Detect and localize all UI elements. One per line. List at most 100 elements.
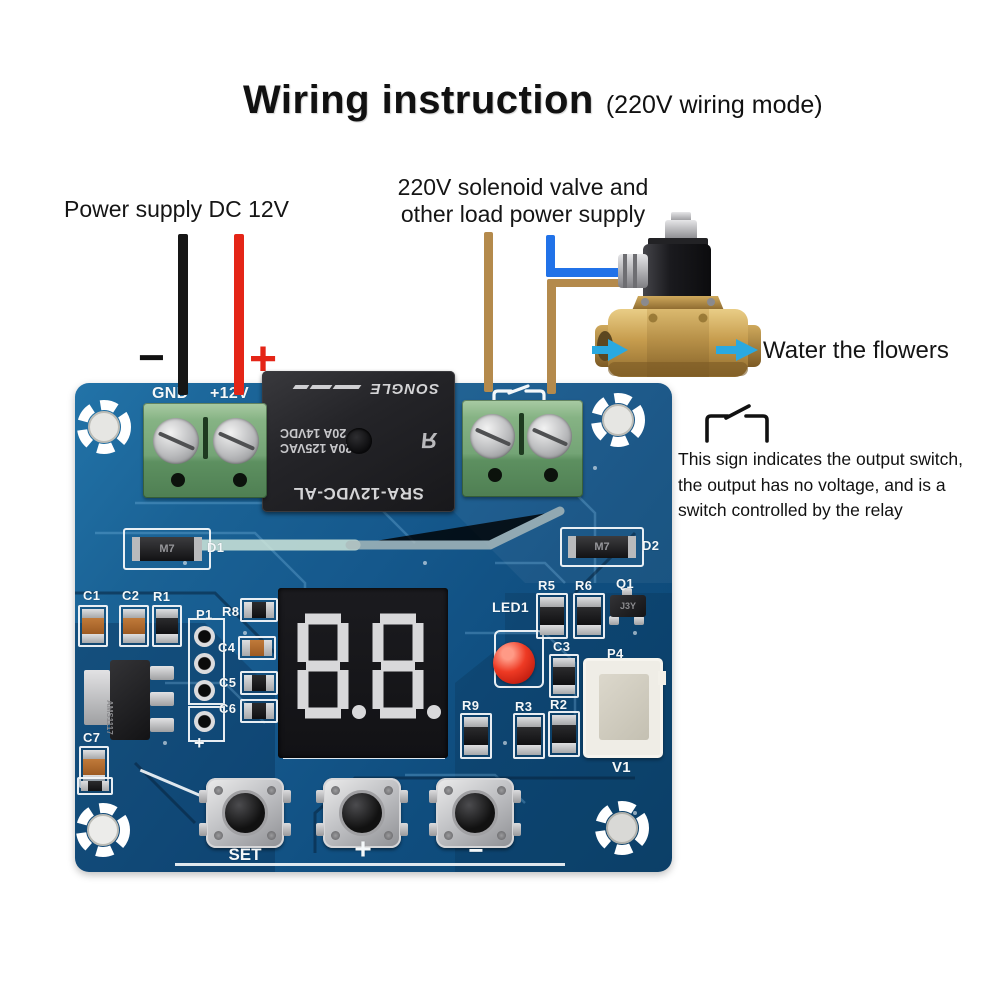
output-switch-symbol-icon — [705, 404, 769, 443]
regulator-pin — [150, 692, 174, 706]
smd-capacitor-c5 — [240, 671, 278, 695]
q1-pad — [609, 616, 619, 625]
water-the-flowers-label: Water the flowers — [763, 337, 949, 364]
ref-label-v1: V1 — [612, 759, 631, 776]
minus-button — [429, 778, 521, 848]
mounting-hole — [591, 393, 645, 447]
ref-label-p1: P1 — [196, 607, 213, 622]
ref-label-d1: D1 — [207, 540, 225, 555]
p1-pin-hole — [194, 626, 215, 647]
note-line3: switch controlled by the relay — [678, 500, 903, 520]
load-wire-brown-left — [484, 232, 493, 392]
diode-d1: M7 — [123, 528, 211, 570]
transistor-q1: J3Y — [610, 595, 646, 617]
load-wire-blue-horizontal — [546, 268, 634, 277]
bottom-silk-line — [175, 863, 565, 866]
led1 — [493, 642, 535, 684]
ref-label-r1: R1 — [153, 589, 171, 604]
smd-capacitor-c6 — [240, 699, 278, 723]
power-terminal-block — [143, 403, 267, 498]
load-supply-line1: 220V solenoid valve and — [397, 174, 649, 200]
regulator-pin — [150, 718, 174, 732]
ref-label-r9: R9 — [462, 698, 480, 713]
regulator-pin — [150, 666, 174, 680]
valve-wire-brown-vertical — [547, 279, 556, 394]
solenoid-valve — [595, 212, 761, 377]
mounting-hole — [77, 400, 131, 454]
ref-label-c3: C3 — [553, 639, 571, 654]
load-supply-line2: other load power supply — [400, 201, 646, 227]
ref-label-c4: C4 — [218, 640, 236, 655]
smd-resistor-r9 — [460, 713, 492, 759]
smd-resistor-r5 — [536, 593, 568, 639]
ul-logo: Я — [419, 428, 439, 454]
power-supply-label: Power supply DC 12V — [64, 196, 289, 222]
ref-label-c5: C5 — [219, 675, 237, 690]
relay-rating-1: 20A 125VAC — [280, 441, 353, 456]
seven-segment-display — [278, 588, 448, 758]
smd-resistor-r8 — [240, 598, 278, 622]
output-switch-note: This sign indicates the output switch, t… — [678, 447, 1000, 524]
seven-segment-digits — [297, 613, 441, 719]
ref-label-q1: Q1 — [616, 576, 634, 591]
smd-capacitor-c2 — [119, 605, 149, 647]
p1-header-outline — [188, 618, 225, 705]
minus-polarity-mark: − — [138, 331, 165, 383]
ref-label-d2: D2 — [642, 538, 660, 553]
ref-label-c7: C7 — [83, 730, 101, 745]
ref-label-c6: C6 — [219, 701, 237, 716]
smd-resistor-r2 — [548, 711, 580, 757]
gnd-terminal-screw — [153, 418, 199, 464]
p1-pin-hole — [194, 653, 215, 674]
p1-plus-mark: + — [194, 733, 205, 753]
diode-d2-marking: M7 — [594, 541, 610, 553]
load-wire-blue-vertical — [546, 235, 555, 277]
relay-model: SRA-12VDC-AL — [293, 484, 424, 503]
smd-capacitor-c1 — [78, 605, 108, 647]
set-button — [199, 778, 291, 848]
songle-logo-stripes — [291, 380, 362, 398]
ref-label-c2: C2 — [122, 588, 140, 603]
diode-d1-marking: M7 — [159, 542, 175, 555]
q1-pad — [634, 616, 644, 625]
p4-connector-cavity — [599, 674, 649, 740]
diode-d2: M7 — [560, 527, 644, 567]
ref-label-r5: R5 — [538, 578, 556, 593]
relay: SRA-12VDC-AL Я 20A 125VAC 20A 14VDC SONG… — [262, 371, 455, 512]
p1-pin-hole — [194, 680, 215, 701]
title-main: Wiring instruction — [243, 78, 594, 122]
p4-connector — [583, 658, 666, 758]
dc-negative-wire — [178, 234, 188, 395]
q1-marking: J3Y — [619, 601, 636, 611]
dc-positive-wire — [234, 234, 244, 395]
smd-component — [77, 777, 113, 795]
ref-label-led1: LED1 — [492, 599, 529, 615]
output-terminal-screw — [470, 414, 515, 459]
smd-resistor-r1 — [152, 605, 182, 647]
ref-label-r8: R8 — [222, 604, 240, 619]
flow-arrow-out-icon — [716, 339, 758, 361]
ref-label-c1: C1 — [83, 588, 101, 603]
plus12v-terminal-screw — [213, 418, 259, 464]
voltage-regulator: AMS1117 — [105, 660, 150, 740]
ref-label-r2: R2 — [550, 697, 568, 712]
output-terminal-block — [462, 400, 583, 497]
plus-button — [316, 778, 408, 848]
q1-pad — [622, 588, 632, 597]
minus-button-label: − — [468, 835, 484, 865]
pcb-switch-silkscreen-icon — [492, 384, 546, 406]
ref-label-r3: R3 — [515, 699, 533, 714]
ref-label-p4: P4 — [607, 646, 624, 661]
flow-arrow-in-icon — [592, 339, 628, 361]
load-supply-label: 220V solenoid valve and other load power… — [388, 174, 658, 228]
smd-capacitor-c4 — [238, 636, 276, 660]
smd-resistor-r6 — [573, 593, 605, 639]
regulator-tab — [84, 670, 110, 725]
smd-capacitor-c3 — [549, 654, 579, 698]
relay-rating-2: 20A 14VDC — [280, 426, 347, 441]
valve-wire-brown-horizontal — [549, 279, 625, 287]
output-terminal-screw — [527, 414, 572, 459]
title-sub: (220V wiring mode) — [605, 91, 823, 119]
mounting-hole — [76, 803, 130, 857]
